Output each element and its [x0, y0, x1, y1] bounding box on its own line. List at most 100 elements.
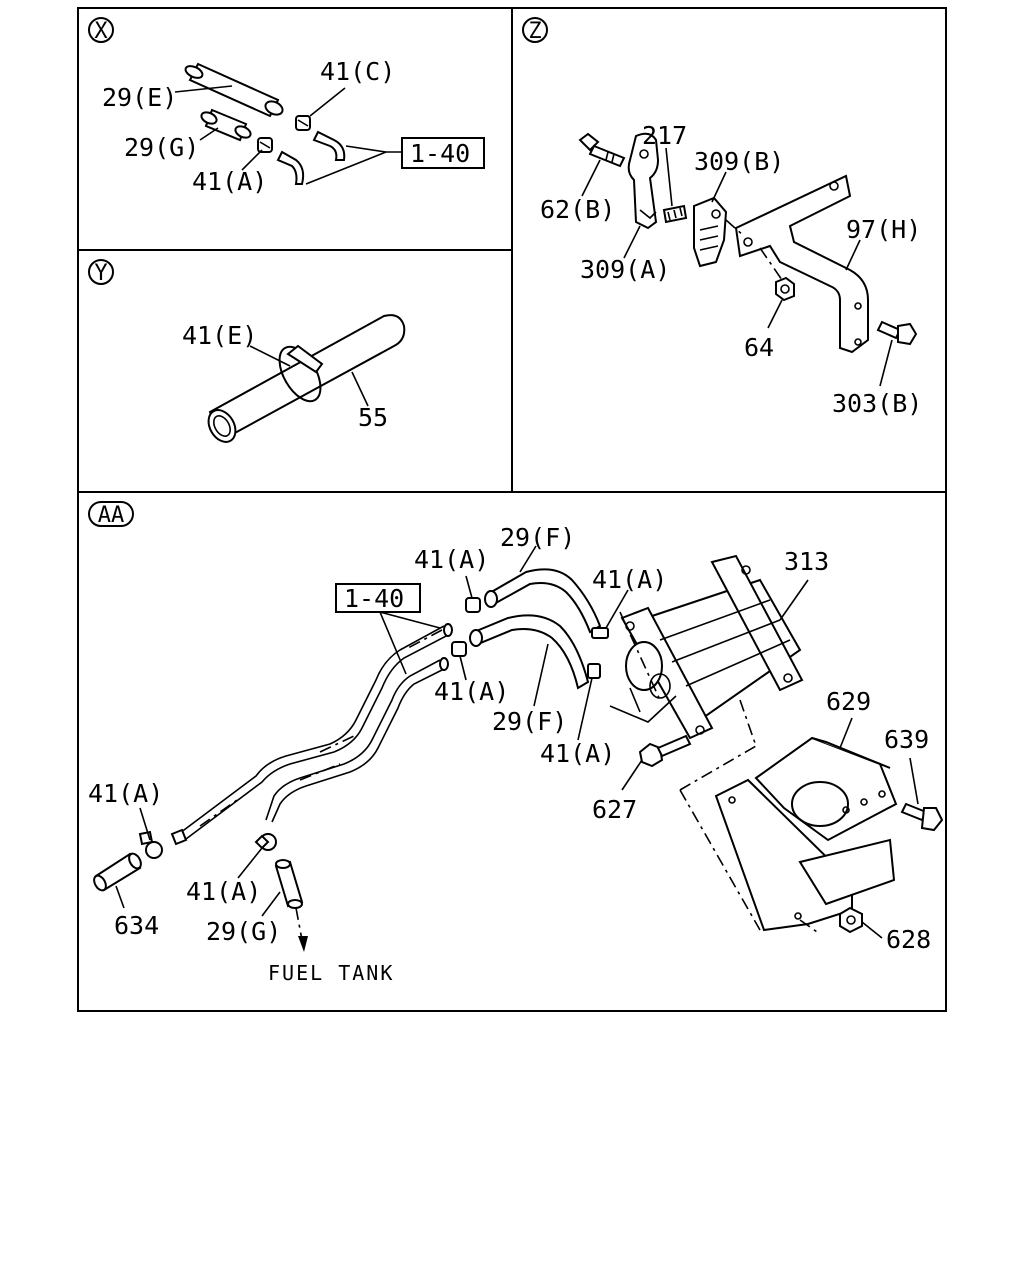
leader-628	[861, 921, 883, 939]
label-628: 628	[886, 925, 931, 954]
clamp-309b	[693, 196, 728, 268]
leader-217	[665, 147, 673, 207]
leader-303b	[879, 339, 893, 387]
label-629: 629	[826, 687, 871, 716]
clamp-41a-low	[587, 663, 601, 679]
panel-y: 41(E) 55	[182, 314, 406, 443]
label-ref-1-40-aa: 1-40	[344, 584, 404, 613]
diagram-frame	[77, 7, 947, 1012]
label-41a-low: 41(A)	[540, 739, 615, 768]
leader-41a	[241, 149, 263, 171]
label-41a-top: 41(A)	[414, 545, 489, 574]
label-41c: 41(C)	[320, 57, 395, 86]
panel-tag-aa: AA	[88, 501, 134, 528]
panel-z: 217 309(B) 62(B) 97(H) 309(A) 64 303(B)	[540, 121, 922, 418]
assembly-line-clamp	[725, 219, 745, 237]
leader-55	[351, 371, 369, 407]
panel-tag-x: X	[88, 17, 114, 44]
leader-ref-top	[345, 145, 402, 153]
hose-29f-lower	[469, 614, 590, 690]
clamp-41a-top	[465, 597, 481, 613]
label-634: 634	[114, 911, 159, 940]
label-309b: 309(B)	[694, 147, 784, 176]
clip-217	[662, 204, 688, 224]
assembly-line-nut	[799, 919, 821, 935]
label-309a: 309(A)	[580, 255, 670, 284]
bracket-629	[754, 736, 898, 842]
clamp-309a	[627, 132, 660, 230]
clamp-41c	[295, 115, 311, 131]
hose-29g	[200, 108, 252, 142]
label-29g-bottom: 29(G)	[206, 917, 281, 946]
clamp-41a-left	[138, 830, 163, 859]
assembly-line-nut	[759, 247, 783, 281]
bolt-639	[900, 802, 944, 832]
label-303b: 303(B)	[832, 389, 922, 418]
bolt-303b	[876, 320, 918, 346]
leader-64	[767, 299, 783, 329]
leader-41c	[309, 87, 346, 117]
leader-627	[621, 759, 643, 791]
leader-41a-mid	[459, 655, 467, 681]
clamp-41a-bottom	[254, 833, 277, 851]
leader-29e	[174, 85, 233, 93]
hose-634	[93, 852, 142, 892]
label-217: 217	[642, 121, 687, 150]
leader-29f-top	[519, 545, 537, 573]
leader-313	[779, 579, 809, 621]
label-fuel-tank: FUEL TANK	[268, 961, 394, 985]
ref-box	[401, 137, 485, 169]
bracket-97h	[734, 174, 869, 354]
fuel-tank-arrow-icon	[295, 907, 308, 952]
clamp-41a-right	[591, 627, 609, 639]
label-64: 64	[744, 333, 774, 362]
svg-text:Y: Y	[94, 261, 107, 286]
clamp-41a-mid	[451, 641, 467, 657]
label-29f-mid: 29(F)	[492, 707, 567, 736]
assembly-line-top	[679, 745, 757, 791]
label-41a: 41(A)	[192, 167, 267, 196]
pipe-ends-1-40	[276, 130, 346, 185]
clamp-41a	[257, 137, 273, 153]
bracket-lower-plate	[714, 778, 896, 932]
leader-ref-bottom	[305, 151, 387, 185]
clamp-41e	[278, 344, 324, 403]
leader-29g-bottom	[261, 891, 281, 917]
fuel-pipes-1-40	[170, 623, 453, 846]
label-41a-bottom: 41(A)	[186, 877, 261, 906]
label-62b: 62(B)	[540, 195, 615, 224]
svg-text:X: X	[94, 19, 108, 44]
label-29f-top: 29(F)	[500, 523, 575, 552]
leader-29f-mid	[533, 643, 549, 707]
label-41a-right: 41(A)	[592, 565, 667, 594]
hose-29g-bottom	[274, 859, 304, 909]
bolt-62b	[578, 132, 626, 168]
nut-628	[839, 906, 863, 934]
label-41a-mid: 41(A)	[434, 677, 509, 706]
label-41a-left: 41(A)	[88, 779, 163, 808]
leader-309b	[711, 171, 727, 203]
ref-box-aa	[335, 583, 421, 613]
label-97h: 97(H)	[846, 215, 921, 244]
leader-97h	[845, 239, 861, 271]
hose-29f-upper	[484, 568, 602, 634]
label-313: 313	[784, 547, 829, 576]
panel-aa: 29(F) 41(A) 41(A) 313 1-40 41(A) 29(F) 4…	[88, 523, 944, 985]
assembly-line-filter	[619, 611, 661, 701]
leader-309a	[623, 225, 641, 259]
hose-29e	[184, 62, 284, 118]
fuel-filter-313	[609, 554, 804, 740]
bolt-627	[638, 734, 692, 768]
label-29e: 29(E)	[102, 83, 177, 112]
leader-639	[909, 757, 919, 805]
label-55: 55	[358, 403, 388, 432]
panel-x: 29(E) 41(C) 29(G) 41(A) 1-40	[102, 57, 485, 196]
label-639: 639	[884, 725, 929, 754]
leader-41a-top	[465, 575, 473, 599]
panel-tag-y: Y	[88, 259, 114, 286]
leader-41a-left	[139, 807, 151, 841]
leader-ref-a	[379, 611, 407, 675]
svg-text:AA: AA	[98, 503, 125, 528]
pipe-55	[207, 314, 406, 443]
